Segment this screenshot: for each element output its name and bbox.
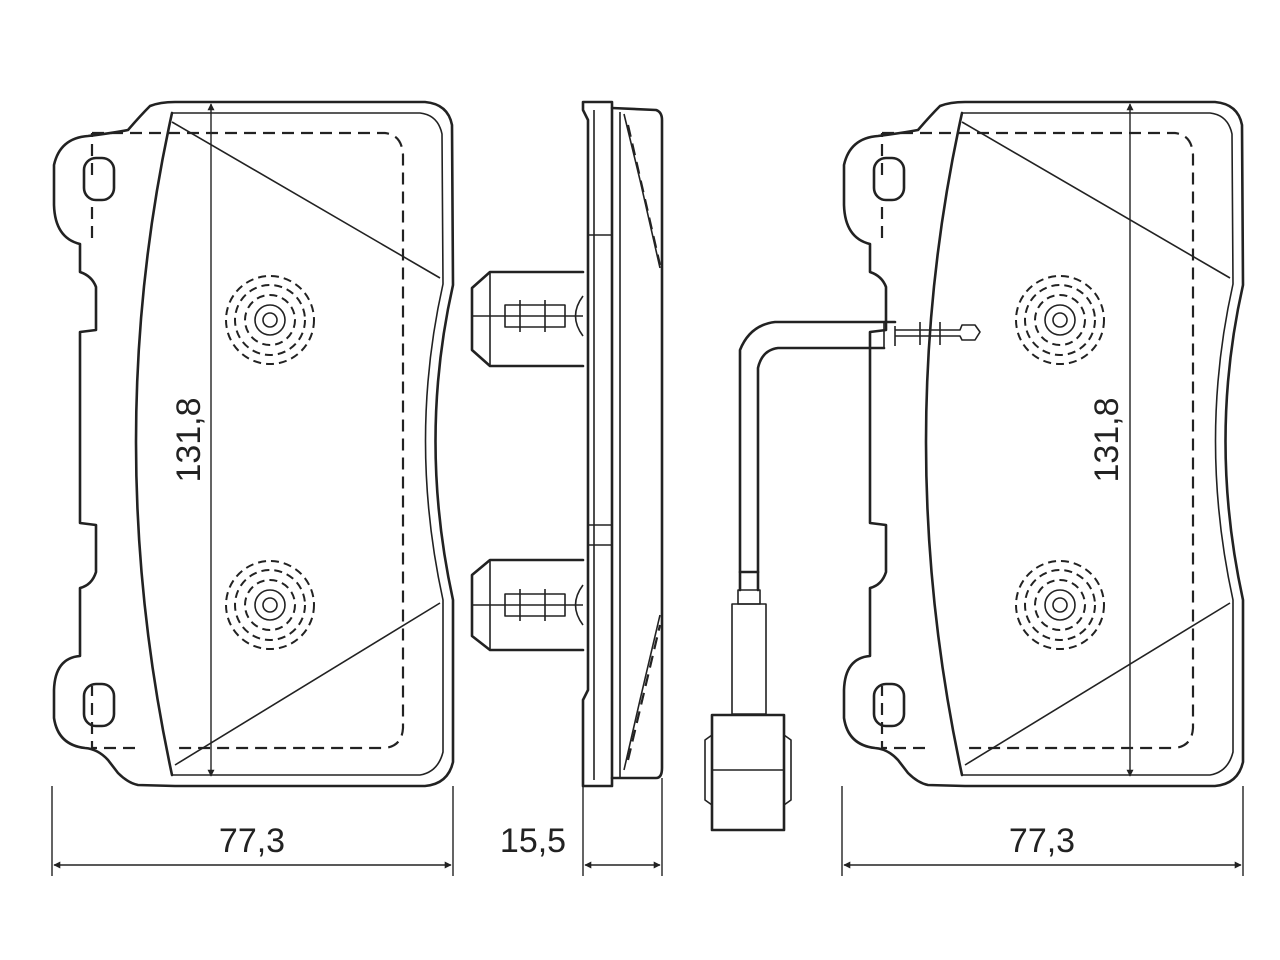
- right-brake-pad: 131,8 77,3: [704, 100, 1245, 876]
- left-brake-pad: 131,8 77,3: [51, 100, 455, 876]
- side-thickness-dimension: 15,5: [500, 778, 663, 876]
- right-height-dimension: 131,8: [1088, 103, 1134, 777]
- left-height-label: 131,8: [170, 397, 208, 482]
- pad-side-view: 15,5: [470, 100, 664, 876]
- lower-guide-pin: [470, 558, 585, 652]
- wear-sensor-cable: [704, 320, 981, 832]
- upper-guide-pin: [470, 270, 585, 368]
- right-width-dimension: 77,3: [841, 786, 1244, 876]
- left-height-dimension: 131,8: [170, 103, 215, 777]
- left-width-dimension: 77,3: [51, 786, 454, 876]
- right-width-label: 77,3: [1009, 822, 1075, 860]
- side-thickness-label: 15,5: [500, 822, 566, 860]
- right-height-label: 131,8: [1088, 397, 1126, 482]
- left-width-label: 77,3: [219, 822, 285, 860]
